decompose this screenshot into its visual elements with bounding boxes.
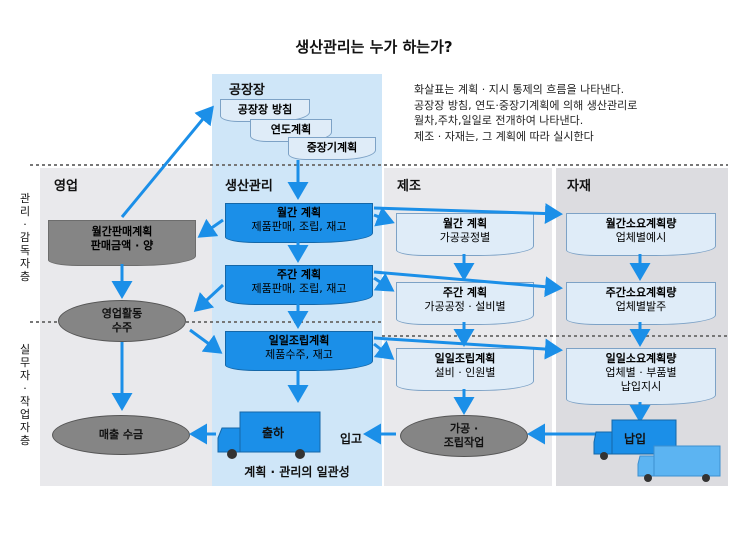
- prod-weekly-plan: 주간 계획 제품판매, 조립, 재고: [225, 265, 373, 305]
- mfg-weekly-title: 주간 계획: [442, 286, 488, 299]
- prod-monthly-plan: 월간 계획 제품판매, 조립, 재고: [225, 203, 373, 243]
- description-line: 월차,주차,일일로 전개하여 나타낸다.: [414, 114, 584, 127]
- mfg-daily-sub: 설비 · 인원별: [434, 366, 496, 379]
- side-label-char: 자: [19, 369, 31, 382]
- mfg-monthly-sub: 가공공정별: [439, 231, 491, 244]
- mfg-work-sub: 조립작업: [443, 436, 485, 449]
- mfg-header: 제조: [397, 179, 421, 194]
- mfg-weekly-sub: 가공공정 · 설비별: [424, 300, 506, 313]
- side-label-char: 관: [19, 192, 31, 205]
- sales-header: 영업: [54, 179, 78, 194]
- sales-collection: 매출 수금: [52, 415, 190, 455]
- mfg-monthly-title: 월간 계획: [442, 217, 488, 230]
- delivery-label: 납입: [624, 432, 647, 446]
- sales-activity: 영업활동 수주: [58, 300, 186, 342]
- sales-monthly-title: 월간판매계획: [91, 225, 153, 238]
- page-title: 생산관리는 누가 하는가?: [295, 38, 453, 56]
- description-line: 제조 · 자재는, 그 계획에 따라 실시한다: [414, 129, 594, 143]
- mfg-monthly-plan: 월간 계획 가공공정별: [396, 213, 534, 256]
- mat-weekly-title: 주간소요계획량: [605, 286, 677, 299]
- sales-monthly-plan: 월간판매계획 판매금액 · 양: [48, 220, 196, 266]
- prod-weekly-title: 주간 계획: [276, 268, 322, 281]
- receiving-label: 입고: [340, 432, 363, 446]
- mat-daily-sub2: 납입지시: [620, 380, 662, 393]
- sales-collection-title: 매출 수금: [98, 428, 144, 441]
- shipping-truck-icon: [217, 411, 321, 459]
- prod-daily-sub: 제품수주, 재고: [265, 348, 333, 361]
- prod-daily-plan: 일일조립계획 제품수주, 재고: [225, 331, 373, 371]
- side-label-char: 리: [19, 205, 31, 218]
- midterm-plan-label: 중장기계획: [306, 141, 358, 154]
- side-label-char: 독: [19, 244, 31, 257]
- annual-plan-label: 연도계획: [270, 123, 312, 136]
- midterm-plan-doc: 중장기계획: [288, 137, 376, 160]
- description-line: 화살표는 계획 · 지시 통제의 흐름을 나타낸다.: [414, 83, 625, 96]
- factory-policy-doc: 공장장 방침: [220, 99, 310, 122]
- side-label-char: 자: [19, 421, 31, 434]
- side-label-char: 실: [19, 343, 31, 356]
- shipping-label: 출하: [262, 426, 285, 440]
- mfg-work: 가공 · 조립작업: [400, 415, 528, 457]
- mfg-weekly-plan: 주간 계획 가공공정 · 설비별: [396, 282, 534, 325]
- second-truck-icon: [637, 445, 721, 482]
- side-label-char: ·: [23, 218, 27, 231]
- factory-policy-label: 공장장 방침: [237, 103, 293, 116]
- sales-monthly-sub: 판매금액 · 양: [90, 239, 154, 252]
- sales-activity-title: 영업활동: [101, 307, 143, 320]
- prod-daily-title: 일일조립계획: [268, 334, 330, 347]
- mfg-work-title: 가공 ·: [449, 422, 479, 435]
- mat-daily-title: 일일소요계획량: [605, 352, 677, 365]
- mfg-daily-title: 일일조립계획: [434, 352, 496, 365]
- mat-monthly-sub: 업체별예시: [615, 231, 667, 244]
- side-label-char: ·: [23, 382, 27, 395]
- mat-monthly-title: 월간소요계획량: [605, 217, 677, 230]
- prod-monthly-title: 월간 계획: [276, 206, 322, 219]
- side-label-char: 감: [19, 231, 31, 244]
- mfg-daily-plan: 일일조립계획 설비 · 인원별: [396, 348, 534, 391]
- mat-daily-plan: 일일소요계획량 업체별 · 부품별 납입지시: [566, 348, 716, 405]
- side-label-char: 작: [19, 395, 31, 408]
- prod-header: 생산관리: [225, 179, 273, 194]
- description-line: 공장장 방침, 연도·중장기계획에 의해 생산관리로: [414, 98, 638, 112]
- description: 화살표는 계획 · 지시 통제의 흐름을 나타낸다. 공장장 방침, 연도·중장…: [414, 82, 637, 144]
- mat-header: 자재: [567, 179, 591, 194]
- mat-daily-sub: 업체별 · 부품별: [605, 366, 677, 379]
- side-label-char: 무: [19, 356, 31, 369]
- mat-monthly-plan: 월간소요계획량 업체별예시: [566, 213, 716, 256]
- mat-weekly-plan: 주간소요계획량 업체별발주: [566, 282, 716, 325]
- sales-activity-sub: 수주: [111, 321, 133, 334]
- prod-weekly-sub: 제품판매, 조립, 재고: [251, 282, 347, 295]
- prod-monthly-sub: 제품판매, 조립, 재고: [251, 220, 347, 233]
- side-label-char: 층: [19, 270, 31, 283]
- side-label-char: 층: [19, 434, 31, 447]
- side-label-char: 자: [19, 257, 31, 270]
- prod-footer: 계획 · 관리의 일관성: [244, 465, 350, 479]
- mat-weekly-sub: 업체별발주: [615, 300, 667, 313]
- factory-header: 공장장: [229, 83, 265, 98]
- side-label-char: 업: [19, 408, 31, 421]
